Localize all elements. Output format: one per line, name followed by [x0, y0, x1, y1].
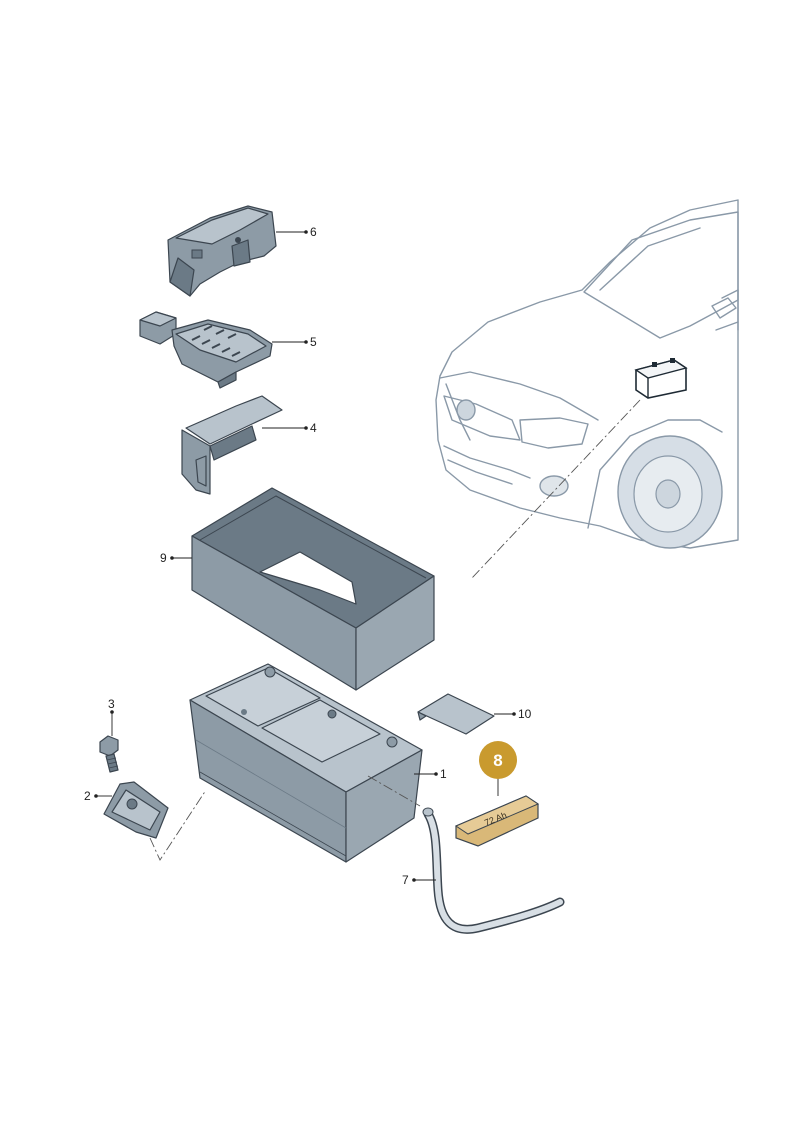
- part-2-clamp[interactable]: [103, 781, 169, 839]
- callout-6: 6: [310, 225, 317, 239]
- part-8-capacity-label[interactable]: 8 72 Ah: [454, 741, 540, 847]
- dash-battery-to-label: [367, 775, 421, 807]
- callout-5: 5: [310, 335, 317, 349]
- part-3-bolt[interactable]: [99, 735, 119, 773]
- battery-icon: [634, 358, 688, 399]
- highlight-badge: [479, 741, 517, 779]
- callout-4: 4: [310, 421, 317, 435]
- part-6-cover[interactable]: [167, 205, 277, 297]
- part-9-insulation-sleeve[interactable]: [191, 487, 435, 691]
- dash-clamp-to-battery: [149, 789, 207, 861]
- part-10-cover-plate[interactable]: [417, 693, 495, 735]
- part-5-terminal-block[interactable]: [139, 311, 273, 389]
- callout-8: 8: [493, 751, 502, 770]
- callout-1: 1: [440, 767, 447, 781]
- callout-10: 10: [518, 707, 532, 721]
- part-7-vent-hose[interactable]: [422, 807, 565, 934]
- callout-2: 2: [84, 789, 91, 803]
- part-4-bracket[interactable]: [181, 395, 283, 495]
- part-1-battery[interactable]: [189, 663, 423, 863]
- vehicle-illustration: [435, 199, 739, 579]
- callout-9: 9: [160, 551, 167, 565]
- callout-7: 7: [402, 873, 409, 887]
- callout-3: 3: [108, 697, 115, 711]
